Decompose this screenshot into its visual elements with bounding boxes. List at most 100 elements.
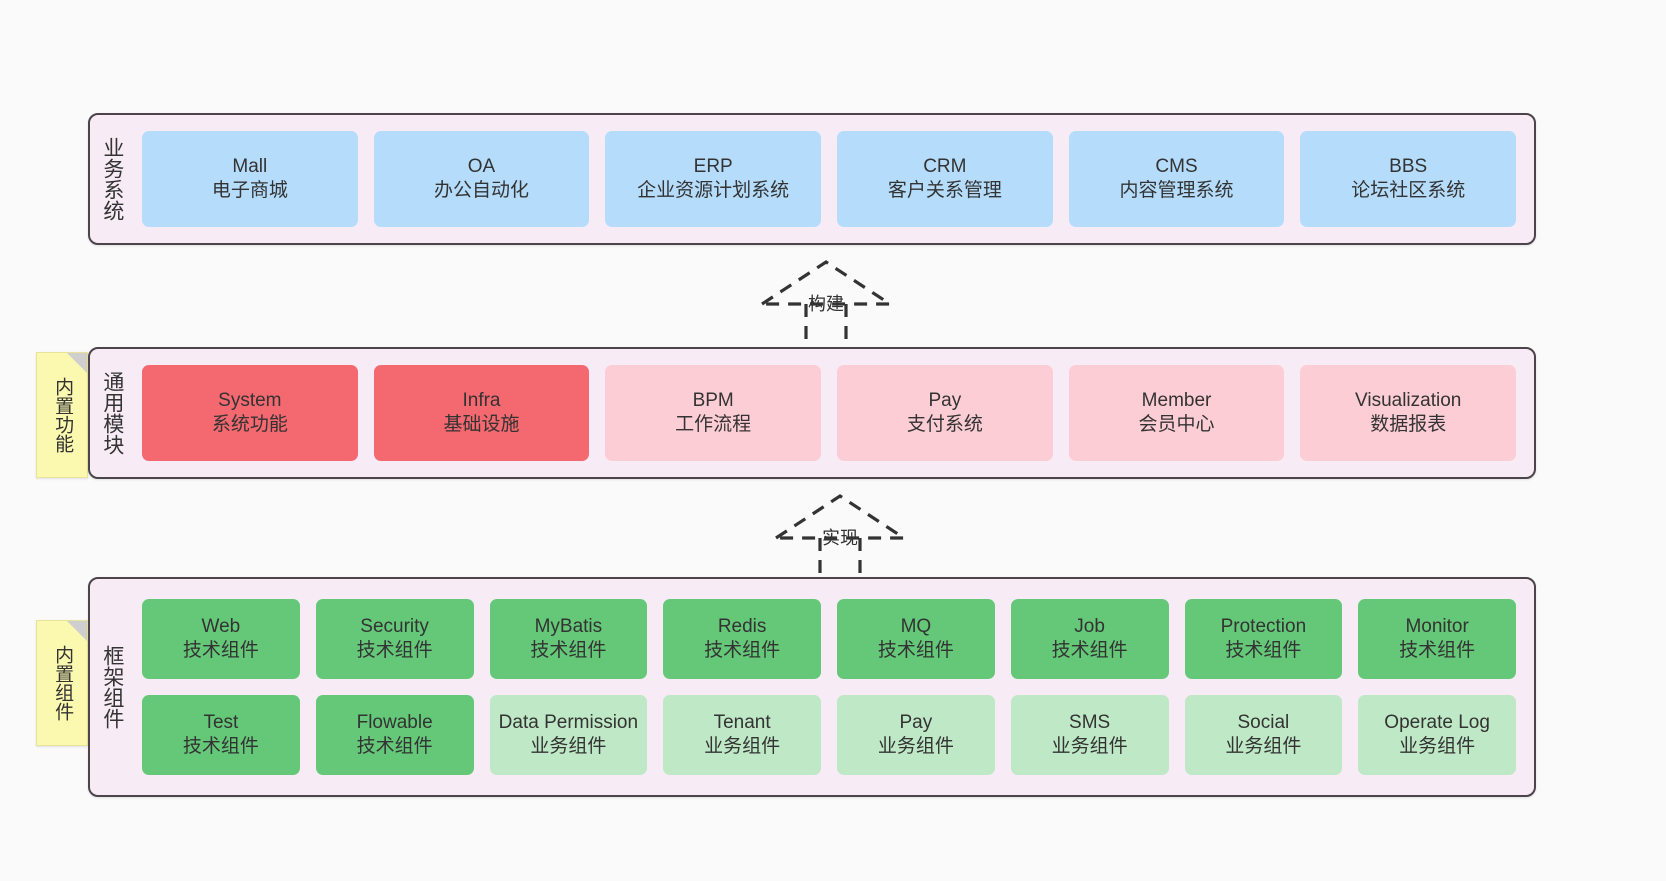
card-en-label: Security <box>360 615 429 637</box>
card-mybatis[interactable]: MyBatis 技术组件 <box>489 599 648 679</box>
card-en-label: BBS <box>1389 155 1428 177</box>
card-test[interactable]: Test 技术组件 <box>142 695 300 775</box>
connector-build-arrow-icon <box>756 260 896 346</box>
card-en-label: SMS <box>1069 711 1111 733</box>
card-job[interactable]: Job 技术组件 <box>1010 599 1169 679</box>
card-en-label: Pay <box>899 711 933 733</box>
card-en-label: Redis <box>717 615 767 637</box>
note-label: 内置功能 <box>52 377 74 453</box>
card-en-label: Infra <box>462 389 501 411</box>
card-en-label: Flowable <box>356 711 433 733</box>
card-cn-label: 基础设施 <box>443 414 520 435</box>
card-operate-log[interactable]: Operate Log 业务组件 <box>1358 695 1516 775</box>
card-en-label: Job <box>1074 615 1105 637</box>
card-security[interactable]: Security 技术组件 <box>315 599 474 679</box>
card-cn-label: 业务组件 <box>704 736 781 757</box>
note-builtin-components: 内置组件 <box>36 620 88 746</box>
card-sms[interactable]: SMS 业务组件 <box>1010 695 1169 775</box>
connector-implement-arrow-icon <box>770 494 910 580</box>
card-cn-label: 技术组件 <box>356 640 433 661</box>
card-en-label: CRM <box>923 155 967 177</box>
card-row-common-modules: System 系统功能 Infra 基础设施 BPM 工作流程 Pay 支付系统… <box>134 349 1534 477</box>
card-protection[interactable]: Protection 技术组件 <box>1184 599 1343 679</box>
card-en-label: OA <box>467 155 496 177</box>
card-en-label: Data Permission <box>498 711 639 733</box>
layer-title-common-modules: 通用模块 <box>100 371 124 455</box>
connector-implement: 实现 <box>760 488 920 580</box>
note-fold-corner-icon <box>67 621 87 641</box>
card-redis[interactable]: Redis 技术组件 <box>663 599 821 679</box>
card-infra[interactable]: Infra 基础设施 <box>373 365 590 461</box>
connector-build-label: 构建 <box>808 294 844 314</box>
note-label: 内置组件 <box>52 645 74 721</box>
layer-framework-components[interactable]: 框架组件 Web 技术组件 Security 技术组件 MyBatis 技术组件… <box>88 577 1536 797</box>
card-cn-label: 技术组件 <box>877 640 954 661</box>
card-grid-framework-components: Web 技术组件 Security 技术组件 MyBatis 技术组件 Redi… <box>134 579 1534 795</box>
card-system[interactable]: System 系统功能 <box>142 365 358 461</box>
card-cn-label: 业务组件 <box>1399 736 1476 757</box>
card-row-business-systems: Mall 电子商城 OA 办公自动化 ERP 企业资源计划系统 CRM 客户关系… <box>134 115 1534 243</box>
card-cn-label: 支付系统 <box>906 414 983 435</box>
note-fold-corner-icon <box>67 353 87 373</box>
card-mall[interactable]: Mall 电子商城 <box>142 131 358 227</box>
layer-business-systems[interactable]: 业务系统 Mall 电子商城 OA 办公自动化 ERP 企业资源计划系统 CRM… <box>88 113 1536 245</box>
card-erp[interactable]: ERP 企业资源计划系统 <box>605 131 822 227</box>
card-cn-label: 技术组件 <box>704 640 781 661</box>
card-cn-label: 技术组件 <box>1051 640 1128 661</box>
card-en-label: ERP <box>693 155 733 177</box>
card-data-permission[interactable]: Data Permission 业务组件 <box>489 695 648 775</box>
card-cn-label: 业务组件 <box>877 736 954 757</box>
card-cms[interactable]: CMS 内容管理系统 <box>1068 131 1285 227</box>
card-pay-module[interactable]: Pay 支付系统 <box>837 365 1053 461</box>
card-cn-label: 办公自动化 <box>434 180 530 201</box>
note-builtin-features: 内置功能 <box>36 352 88 478</box>
card-cn-label: 内容管理系统 <box>1119 180 1234 201</box>
card-en-label: System <box>218 389 282 411</box>
card-en-label: Member <box>1141 389 1212 411</box>
card-en-label: Protection <box>1220 615 1307 637</box>
card-en-label: Test <box>203 711 239 733</box>
card-cn-label: 业务组件 <box>1225 736 1302 757</box>
layer-common-modules[interactable]: 通用模块 System 系统功能 Infra 基础设施 BPM 工作流程 Pay… <box>88 347 1536 479</box>
card-cn-label: 技术组件 <box>1225 640 1302 661</box>
card-en-label: Web <box>201 615 241 637</box>
card-mq[interactable]: MQ 技术组件 <box>837 599 995 679</box>
card-en-label: BPM <box>692 389 734 411</box>
card-cn-label: 技术组件 <box>182 640 259 661</box>
card-cn-label: 技术组件 <box>356 736 433 757</box>
card-visualization[interactable]: Visualization 数据报表 <box>1300 365 1517 461</box>
card-pay-component[interactable]: Pay 业务组件 <box>837 695 995 775</box>
card-en-label: Mall <box>232 155 268 177</box>
card-tenant[interactable]: Tenant 业务组件 <box>663 695 821 775</box>
card-social[interactable]: Social 业务组件 <box>1184 695 1343 775</box>
card-en-label: Monitor <box>1405 615 1469 637</box>
card-en-label: Social <box>1237 711 1290 733</box>
card-cn-label: 论坛社区系统 <box>1351 180 1466 201</box>
card-en-label: MQ <box>900 615 932 637</box>
card-web[interactable]: Web 技术组件 <box>142 599 300 679</box>
connector-build: 构建 <box>746 254 906 346</box>
card-monitor[interactable]: Monitor 技术组件 <box>1358 599 1516 679</box>
card-oa[interactable]: OA 办公自动化 <box>373 131 590 227</box>
connector-implement-label: 实现 <box>822 528 858 548</box>
card-bpm[interactable]: BPM 工作流程 <box>605 365 822 461</box>
card-crm[interactable]: CRM 客户关系管理 <box>837 131 1053 227</box>
layer-title-framework-components: 框架组件 <box>100 645 124 729</box>
card-cn-label: 技术组件 <box>182 736 259 757</box>
card-en-label: Pay <box>928 389 962 411</box>
card-cn-label: 会员中心 <box>1138 414 1215 435</box>
card-cn-label: 技术组件 <box>1399 640 1476 661</box>
layer-title-business-systems: 业务系统 <box>100 137 124 221</box>
card-en-label: CMS <box>1155 155 1198 177</box>
card-en-label: MyBatis <box>534 615 603 637</box>
card-bbs[interactable]: BBS 论坛社区系统 <box>1300 131 1517 227</box>
card-cn-label: 电子商城 <box>211 180 288 201</box>
card-member[interactable]: Member 会员中心 <box>1068 365 1285 461</box>
card-flowable[interactable]: Flowable 技术组件 <box>315 695 474 775</box>
card-cn-label: 工作流程 <box>675 414 752 435</box>
card-cn-label: 企业资源计划系统 <box>637 180 790 201</box>
card-cn-label: 数据报表 <box>1370 414 1447 435</box>
card-cn-label: 业务组件 <box>1051 736 1128 757</box>
card-en-label: Tenant <box>713 711 771 733</box>
